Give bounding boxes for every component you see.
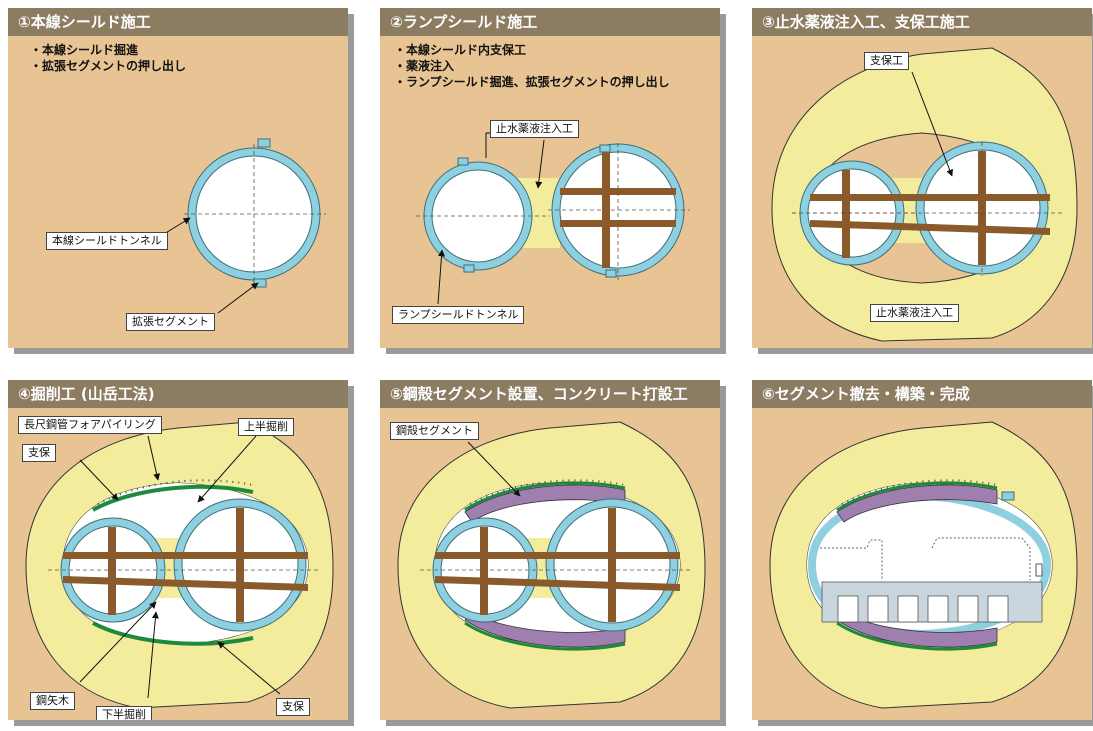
steel-shell-segment-top: [464, 484, 626, 523]
panel-face: ⑤鋼殻セグメント設置、コンクリート打設工 鋼殻セグメント: [380, 380, 720, 720]
panel-notes: ・本線シールド内支保工 ・薬液注入 ・ランプシールド掘進、拡張セグメントの押し出…: [394, 42, 670, 90]
panel-6: ⑥セグメント撤去・構築・完成: [752, 380, 1093, 726]
label-expansion-segment: 拡張セグメント: [126, 313, 215, 331]
strut: [810, 220, 1050, 235]
panel-1-drawing: [163, 138, 326, 314]
panel-face: ⑥セグメント撤去・構築・完成: [752, 380, 1092, 720]
main-shield-tunnel: [545, 498, 679, 632]
strut: [435, 576, 680, 591]
panel-3-drawing: [771, 47, 1078, 342]
steel-shell-segment-bottom: [464, 611, 626, 648]
note: ・本線シールド内支保工: [394, 43, 527, 57]
panel-2: ②ランプシールド施工 ・本線シールド内支保工 ・薬液注入 ・ランプシールド掘進、…: [380, 8, 726, 354]
label-ramp-tunnel: ランプシールドトンネル: [392, 306, 525, 324]
expansion-segment-top: [257, 138, 271, 148]
panel-title: ⑤鋼殻セグメント設置、コンクリート打設工: [380, 380, 720, 408]
panel-title: ②ランプシールド施工: [380, 8, 720, 36]
panel-5-drawing: [397, 421, 706, 709]
panel-4-drawing: [25, 421, 334, 709]
upper-support: [92, 484, 254, 512]
label-main-tunnel: 本線シールドトンネル: [46, 232, 168, 250]
label-support: 支保: [22, 444, 56, 462]
expansion-segment-bottom: [253, 278, 267, 288]
panel-6-drawing: [769, 421, 1078, 709]
strut: [63, 576, 308, 591]
panel-title: ③止水薬液注入工、支保工施工: [752, 8, 1092, 36]
note: ・薬液注入: [394, 59, 455, 73]
main-shield-tunnel: [184, 138, 326, 288]
panel-face: ①本線シールド施工 ・本線シールド掘進 ・拡張セグメントの押し出し 本線シールド…: [8, 8, 348, 348]
strut: [560, 188, 676, 195]
panel-5: ⑤鋼殻セグメント設置、コンクリート打設工 鋼殻セグメント: [380, 380, 726, 726]
panel-2-drawing: [416, 132, 690, 305]
panel-face: ④掘削工 (山岳工法) 長尺鋼管フォアパイリング 上半掘削 支保 鋼矢木 下半掘…: [8, 380, 348, 720]
strut: [63, 552, 308, 559]
strut: [560, 220, 676, 227]
panel-title: ⑥セグメント撤去・構築・完成: [752, 380, 1092, 408]
road-structure: [820, 537, 1043, 623]
main-shield-tunnel: [548, 143, 690, 280]
label-upper-excavation: 上半掘削: [238, 418, 294, 436]
label-steel-sheet: 鋼矢木: [30, 692, 75, 710]
label-steel-shell: 鋼殻セグメント: [390, 422, 479, 440]
note: ・拡張セグメントの押し出し: [30, 59, 187, 73]
panel-title: ④掘削工 (山岳工法): [8, 380, 348, 408]
ramp-shield-tunnel: [416, 157, 550, 273]
label-grout: 止水薬液注入工: [870, 304, 959, 322]
note: ・ランプシールド掘進、拡張セグメントの押し出し: [394, 75, 670, 89]
panel-notes: ・本線シールド掘進 ・拡張セグメントの押し出し: [30, 42, 186, 74]
label-grout: 止水薬液注入工: [490, 120, 579, 138]
main-shield-tunnel: [173, 498, 307, 632]
label-support: 支保: [276, 698, 310, 716]
panel-face: ②ランプシールド施工 ・本線シールド内支保工 ・薬液注入 ・ランプシールド掘進、…: [380, 8, 720, 348]
lower-support: [92, 621, 254, 646]
panel-4: ④掘削工 (山岳工法) 長尺鋼管フォアパイリング 上半掘削 支保 鋼矢木 下半掘…: [8, 380, 354, 726]
panel-title: ①本線シールド施工: [8, 8, 348, 36]
label-support: 支保工: [864, 52, 909, 70]
panel-face: ③止水薬液注入工、支保工施工 支保工 止水薬液注入工: [752, 8, 1092, 348]
panel-1: ①本線シールド施工 ・本線シールド掘進 ・拡張セグメントの押し出し 本線シールド…: [8, 8, 354, 354]
note: ・本線シールド掘進: [30, 43, 139, 57]
label-lower-excavation: 下半掘削: [96, 706, 152, 720]
label-forepiling: 長尺鋼管フォアパイリング: [18, 416, 162, 434]
strut: [602, 152, 610, 268]
strut: [810, 194, 1050, 201]
panel-3: ③止水薬液注入工、支保工施工 支保工 止水薬液注入工: [752, 8, 1093, 354]
strut: [435, 552, 680, 559]
